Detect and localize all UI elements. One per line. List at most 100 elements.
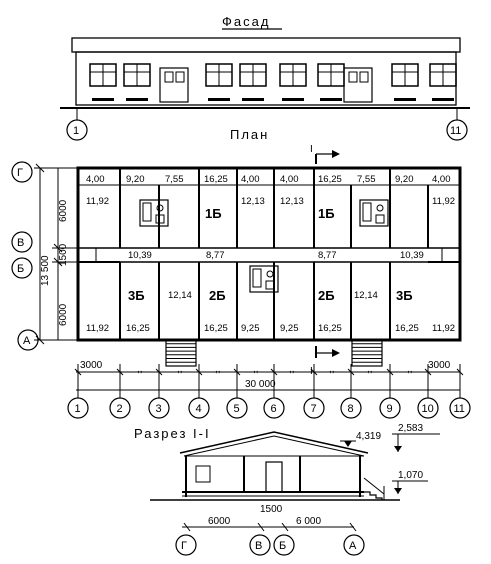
depth-top-label: 6000	[58, 199, 69, 222]
room-area: 8,77	[318, 250, 337, 261]
room-area: 12,13	[241, 196, 265, 207]
column-axis-circle	[188, 397, 210, 419]
plinth-vent	[208, 98, 230, 101]
bathroom-block	[139, 199, 169, 227]
room-area: 12,13	[280, 196, 304, 207]
section-axis-label: Б	[279, 540, 286, 552]
plinth-vent	[432, 98, 454, 101]
row-axis-label: Б	[17, 263, 24, 275]
room-area: 16,25	[204, 323, 228, 334]
column-axis-circle	[303, 397, 325, 419]
room-area: 4,00	[241, 174, 260, 185]
room-area: 10,39	[128, 250, 152, 261]
facade-axis-1-label: 1	[73, 125, 79, 137]
room-area: 16,25	[318, 174, 342, 185]
floor-elevation: 1,070	[398, 470, 423, 481]
facade-axis-11-label: 11	[450, 125, 461, 137]
room-area: 11,92	[432, 323, 455, 334]
column-axis-circle	[148, 397, 170, 419]
row-axis-label: Г	[17, 167, 23, 179]
apartment-label: 2Б	[209, 288, 226, 303]
column-axis-circle	[109, 397, 131, 419]
end-bay-right: 3000	[428, 360, 451, 371]
room-area: 9,20	[395, 174, 414, 185]
plinth-vent	[242, 98, 264, 101]
ditto-mark: ,,	[253, 364, 259, 375]
column-axis-label: 7	[311, 403, 317, 415]
column-axis-label: 8	[348, 403, 354, 415]
room-area: 11,92	[86, 323, 109, 334]
apartment-label: 3Б	[396, 288, 413, 303]
facade	[60, 37, 470, 109]
column-axis-label: 4	[196, 403, 202, 415]
ditto-mark: ,,	[329, 364, 335, 375]
column-axis-label: 5	[234, 403, 240, 415]
section-axis-label: В	[255, 540, 262, 552]
bathroom-block	[359, 199, 389, 227]
column-axis-circle	[67, 397, 89, 419]
ditto-mark: ,,	[367, 364, 373, 375]
end-bay-left: 3000	[80, 360, 103, 371]
column-axis-label: 2	[117, 403, 123, 415]
column-axis-label: 9	[387, 403, 393, 415]
room-area: 10,39	[400, 250, 424, 261]
column-axis-circle	[340, 397, 362, 419]
room-area: 16,25	[126, 323, 150, 334]
room-area: 16,25	[204, 174, 228, 185]
plan-title: План	[230, 127, 269, 142]
room-area: 11,92	[86, 196, 109, 207]
ditto-mark: ,,	[289, 364, 295, 375]
column-axis-circle	[379, 397, 401, 419]
room-area: 7,55	[165, 174, 184, 185]
span-mid: 1500	[260, 504, 283, 515]
room-area: 12,14	[354, 290, 378, 301]
section-view: 4,319 2,583 1,070	[150, 423, 440, 501]
ditto-mark: ,,	[137, 364, 143, 375]
section-axis-label: А	[349, 540, 357, 552]
room-area: 16,25	[395, 323, 419, 334]
apartment-label: 3Б	[128, 288, 145, 303]
span-left: 6000	[208, 516, 231, 527]
room-area: 16,25	[318, 323, 342, 334]
room-area: 9,25	[280, 323, 299, 334]
apartment-label: 1Б	[205, 206, 222, 221]
bathroom-block	[249, 265, 279, 293]
ridge-elevation: 4,319	[356, 431, 381, 442]
row-axes: Г В Б А 6000 1500 6000 13 500	[11, 161, 78, 351]
apartment-labels: 1Б 1Б 3Б 2Б 2Б 3Б	[128, 206, 413, 303]
section-dimensions: 6000 1500 6 000 Г В Б А	[175, 504, 365, 556]
column-axis-label: 3	[156, 403, 162, 415]
plinth-vent	[320, 98, 342, 101]
floor-plan	[76, 166, 462, 367]
column-axis-label: 6	[271, 403, 277, 415]
room-area: 9,25	[241, 323, 260, 334]
room-area: 8,77	[206, 250, 225, 261]
total-depth-label: 13 500	[40, 255, 51, 286]
entrance-stair	[351, 339, 383, 367]
plinth-vent	[92, 98, 114, 101]
entrance-door-left	[159, 67, 189, 103]
depth-mid-label: 1500	[58, 243, 69, 266]
room-area: 11,92	[432, 196, 455, 207]
column-axis-circle	[449, 397, 471, 419]
column-axis-circle	[226, 397, 248, 419]
span-right: 6 000	[296, 516, 321, 527]
section-title: Разрез I-I	[134, 426, 211, 441]
room-area: 9,20	[126, 174, 145, 185]
column-axis-label: 1	[75, 403, 81, 415]
column-axis-label: 11	[454, 403, 465, 415]
column-axis-circle	[417, 397, 439, 419]
apartment-label: 1Б	[318, 206, 335, 221]
row-axis-label: В	[17, 237, 24, 249]
room-area: 7,55	[357, 174, 376, 185]
ditto-mark: ,,	[177, 364, 183, 375]
room-area: 4,00	[280, 174, 299, 185]
room-area: 12,14	[168, 290, 192, 301]
length-dimensions: 3000 3000 ,,,,,,,,,,,,,,,, 30 000	[74, 360, 464, 396]
section-mark-top: I	[310, 144, 313, 155]
ditto-mark: ,,	[407, 364, 413, 375]
entrance-stair	[165, 339, 197, 367]
